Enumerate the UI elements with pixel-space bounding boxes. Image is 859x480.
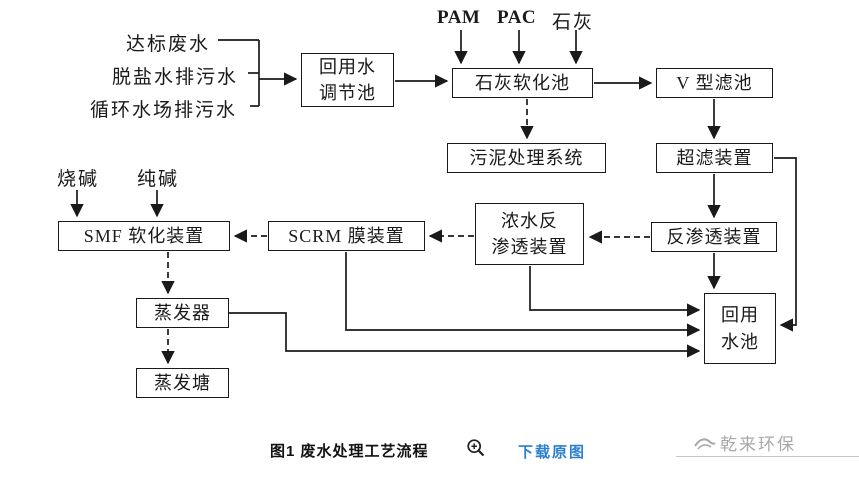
node-evaporation-pond: 蒸发塘 — [136, 368, 229, 398]
node-smf-softening-unit: SMF 软化装置 — [58, 221, 230, 251]
brand-watermark: 乾来环保 — [694, 430, 796, 455]
node-ultrafiltration-unit: 超滤装置 — [656, 143, 773, 173]
dosing-label-pam: PAM — [437, 7, 481, 28]
zoom-in-icon[interactable] — [466, 438, 486, 458]
input-label-compliant-wastewater: 达标废水 — [126, 34, 211, 55]
dosing-label-lime: 石灰 — [552, 12, 595, 33]
download-original-link[interactable]: 下载原图 — [518, 444, 587, 461]
node-v-type-filter: V 型滤池 — [656, 68, 773, 98]
node-sludge-treatment-system: 污泥处理系统 — [447, 143, 606, 173]
node-evaporator: 蒸发器 — [136, 298, 229, 328]
figure-caption: 图1 废水处理工艺流程 — [270, 443, 429, 460]
node-concentrate-reverse-osmosis-unit: 浓水反 渗透装置 — [475, 203, 584, 265]
node-reverse-osmosis-unit: 反渗透装置 — [651, 222, 777, 252]
node-reuse-water-regulation-tank: 回用水 调节池 — [301, 53, 394, 107]
input-label-desalted-blowdown: 脱盐水排污水 — [112, 67, 239, 88]
node-scrm-membrane-unit: SCRM 膜装置 — [268, 221, 425, 251]
brand-watermark-text: 乾来环保 — [720, 435, 796, 454]
input-label-circulating-blowdown: 循环水场排污水 — [90, 100, 238, 121]
node-reuse-water-pool: 回用 水池 — [704, 293, 776, 364]
node-lime-softening-tank: 石灰软化池 — [452, 68, 593, 98]
brand-logo-icon — [694, 435, 716, 451]
dosing-label-caustic-soda: 烧碱 — [57, 169, 100, 190]
dosing-label-soda-ash: 纯碱 — [137, 169, 180, 190]
watermark-divider — [676, 456, 859, 457]
dosing-label-pac: PAC — [497, 7, 537, 28]
